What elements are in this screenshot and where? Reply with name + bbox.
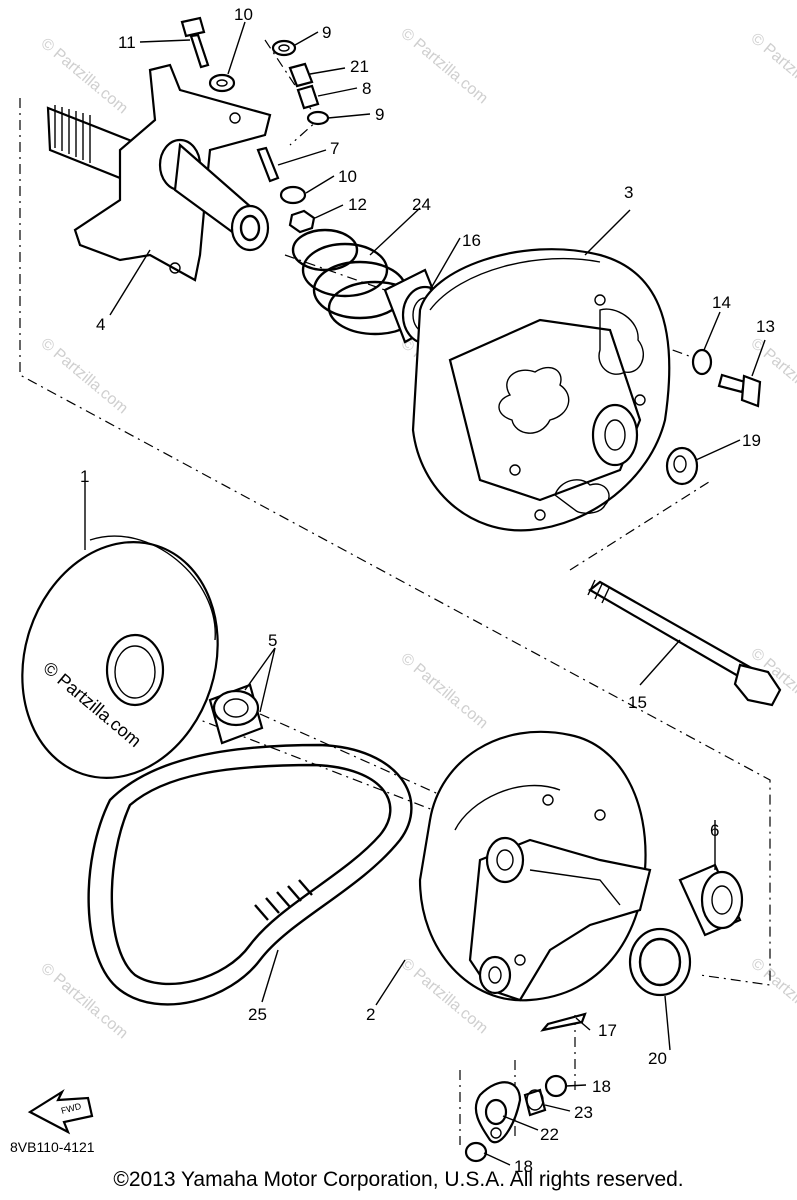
part-label: 3 (624, 183, 633, 202)
part-label: 8 (362, 79, 371, 98)
part-label: 16 (462, 231, 481, 250)
fixed-sheave-1 (21, 535, 219, 779)
movable-sheave-2 (418, 730, 652, 1002)
seal-20 (628, 927, 692, 997)
part-label: 7 (330, 139, 339, 158)
part-label: 18 (514, 1157, 533, 1176)
part-label: 24 (412, 195, 431, 214)
spider-shaft-assembly (46, 63, 272, 282)
part-label: 1 (80, 467, 89, 486)
bolt-13 (717, 373, 762, 408)
part-label: 18 (592, 1077, 611, 1096)
bushing-22 (484, 1098, 508, 1126)
part-label: 9 (375, 105, 384, 124)
part-label: 19 (742, 431, 761, 450)
washer-10-upper (208, 73, 236, 93)
watermark: © Partzilla.com (397, 650, 491, 732)
nut-12 (288, 209, 316, 234)
sleeve-6 (678, 863, 744, 937)
pin-7 (256, 146, 280, 183)
part-label: 10 (234, 5, 253, 24)
leader-lines (84, 21, 766, 1166)
part-labels: 11 10 9 21 8 9 7 10 12 24 16 3 4 14 13 1… (80, 5, 775, 1176)
part-label: 14 (712, 293, 731, 312)
part-label: 22 (540, 1125, 559, 1144)
part-label: 13 (756, 317, 775, 336)
part-label: 9 (322, 23, 331, 42)
washer-9-upper (271, 39, 297, 57)
part-label: 21 (350, 57, 369, 76)
watermark: © Partzilla.com (397, 25, 491, 107)
part-label: 20 (648, 1049, 667, 1068)
part-label: 15 (628, 693, 647, 712)
part-label: 25 (248, 1005, 267, 1024)
copyright-notice: ©2013 Yamaha Motor Corporation, U.S.A. A… (113, 1168, 684, 1191)
drive-belt-25 (87, 743, 413, 1006)
bushing-19 (665, 446, 699, 486)
forward-arrow-icon: FWD (27, 1088, 94, 1135)
part-label: 6 (710, 821, 719, 840)
washer-18-upper (544, 1074, 568, 1098)
bushing-5 (208, 683, 264, 745)
washer-10-lower (279, 185, 307, 205)
washer-18-lower (464, 1141, 488, 1163)
cap-housing-3 (411, 248, 671, 532)
part-label: 23 (574, 1103, 593, 1122)
bushing-8 (296, 84, 320, 110)
roller-23 (523, 1088, 547, 1117)
part-label: 5 (268, 631, 277, 650)
diagram-code: 8VB110-4121 (10, 1139, 95, 1155)
part-label: 11 (118, 33, 136, 52)
watermark: © Partzilla.com (747, 955, 797, 1037)
part-label: 10 (338, 167, 357, 186)
part-label: 17 (598, 1021, 617, 1040)
watermark: © Partzilla.com (37, 35, 131, 117)
part-label: 12 (348, 195, 367, 214)
part-label: 2 (366, 1005, 375, 1024)
washer-9-lower (306, 110, 330, 126)
watermark: © Partzilla.com (37, 335, 131, 417)
washer-14 (691, 348, 713, 376)
watermark: © Partzilla.com (747, 30, 797, 112)
bolt-11 (180, 16, 210, 69)
watermark: © Partzilla.com (37, 960, 131, 1042)
bolt-15 (587, 579, 782, 707)
roller-21 (288, 62, 314, 88)
part-label: 4 (96, 315, 105, 334)
pin-17 (540, 1012, 587, 1032)
